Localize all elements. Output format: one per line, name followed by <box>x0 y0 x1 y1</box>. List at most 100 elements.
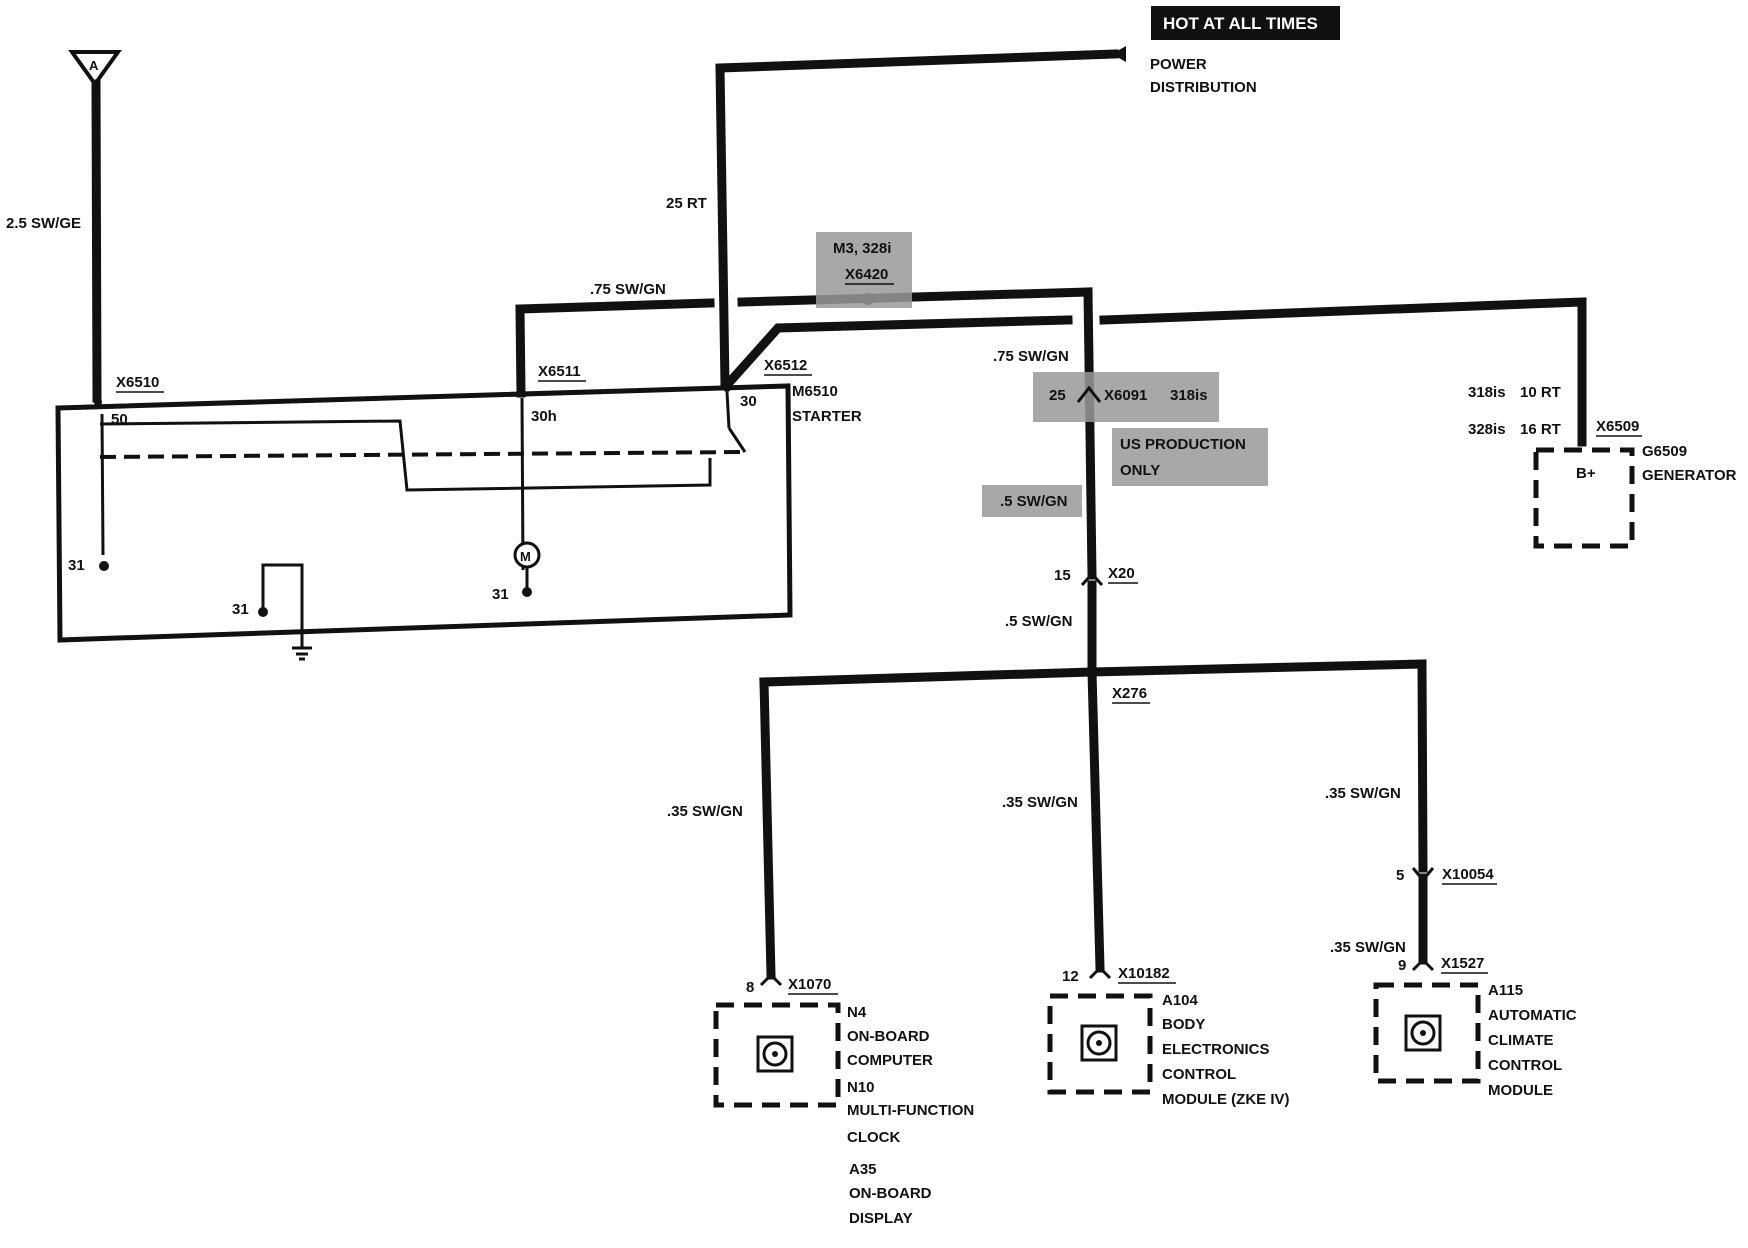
module-a35-line2: ON-BOARD <box>849 1185 932 1202</box>
reference-triangle-icon <box>68 50 122 88</box>
module-n10-line2: MULTI-FUNCTION <box>847 1102 974 1119</box>
steering-wheel-icon-a104 <box>1080 1024 1118 1062</box>
generator-terminal: B+ <box>1576 465 1596 482</box>
connector-x6512: X6512 <box>764 357 807 374</box>
module-box-n4 <box>713 1002 841 1108</box>
module-a115-id: A115 <box>1488 982 1523 999</box>
wire-label-0.35-d: .35 SW/GN <box>1330 939 1406 956</box>
wire-x276-distribution <box>759 659 1428 873</box>
module-a104-line2: BODY <box>1162 1016 1205 1033</box>
hot-at-all-times-box <box>1151 6 1340 40</box>
wire-branch-a104 <box>1087 667 1105 973</box>
pin-12: 12 <box>1062 968 1079 985</box>
ground-wire-31-mid <box>261 563 304 648</box>
wire-label-0.5-b: .5 SW/GN <box>1005 613 1073 630</box>
module-a104-id: A104 <box>1162 992 1199 1009</box>
pin-5: 5 <box>1396 867 1404 884</box>
starter-terminal-30h-line <box>520 397 525 571</box>
module-a115-line5: MODULE <box>1488 1082 1553 1099</box>
starter-id: M6510 <box>792 383 838 400</box>
connector-x20: X20 <box>1108 565 1135 582</box>
terminal-dot-x6512 <box>723 384 731 392</box>
pin-15: 15 <box>1054 567 1071 584</box>
pin-31-left: 31 <box>68 557 85 574</box>
connector-x276: X276 <box>1112 685 1147 702</box>
ground-dot-31-left <box>99 561 109 571</box>
module-n4-line3: COMPUTER <box>847 1052 933 1069</box>
module-box-a104 <box>1047 993 1153 1095</box>
module-a115-line4: CONTROL <box>1488 1057 1562 1074</box>
module-box-a115 <box>1373 982 1481 1084</box>
ground-dot-31-mid <box>258 607 268 617</box>
note-box-0.5-sw-gn <box>982 485 1082 517</box>
starter-box <box>55 383 793 643</box>
module-a104-line5: MODULE (ZKE IV) <box>1162 1091 1290 1108</box>
connector-arrow-x20 <box>1080 571 1104 587</box>
module-a104-line3: ELECTRONICS <box>1162 1041 1270 1058</box>
wire-2.5-sw-ge <box>91 79 102 403</box>
starter-switch-contact <box>727 427 747 453</box>
pin-31-mid: 31 <box>232 601 249 618</box>
module-a35-line3: DISPLAY <box>849 1210 913 1227</box>
wire-label-2.5-sw-ge: 2.5 SW/GE <box>6 215 81 232</box>
connector-x10182: X10182 <box>1118 965 1170 982</box>
connector-x1527: X1527 <box>1441 955 1484 972</box>
connector-arrow-x1070 <box>759 972 783 987</box>
wire-label-0.35-c: .35 SW/GN <box>1325 785 1401 802</box>
note-box-us-production <box>1112 428 1268 486</box>
ground-dot-31-motor <box>522 587 532 597</box>
reference-symbol: A <box>89 58 99 73</box>
pin-25: 25 <box>1049 387 1066 404</box>
starter-terminal-50-line <box>100 413 105 556</box>
wire-label-0.35-b: .35 SW/GN <box>1002 794 1078 811</box>
generator-note-10rt: 10 RT <box>1520 384 1561 401</box>
module-n4-id: N4 <box>847 1004 867 1021</box>
splice-x276 <box>1086 666 1098 678</box>
module-n10-id: N10 <box>847 1079 875 1096</box>
pin-30h: 30h <box>531 408 557 425</box>
steering-wheel-icon-a115 <box>1404 1014 1442 1052</box>
note-m3-328: M3, 328i <box>833 240 891 257</box>
note-box-m3-328 <box>816 232 912 308</box>
module-n4-line2: ON-BOARD <box>847 1028 930 1045</box>
steering-wheel-icon-n4 <box>756 1035 794 1073</box>
generator-note-328is: 328is <box>1468 421 1506 438</box>
generator-name: GENERATOR <box>1642 467 1737 484</box>
pin-8: 8 <box>746 979 754 996</box>
motor-symbol: M <box>520 549 531 564</box>
wire-label-0.75-mid: .75 SW/GN <box>993 348 1069 365</box>
pin-30: 30 <box>740 393 757 410</box>
pin-9: 9 <box>1398 957 1406 974</box>
connector-x6510: X6510 <box>116 374 159 391</box>
pin-31-motor: 31 <box>492 586 509 603</box>
connector-x10054: X10054 <box>1442 866 1494 883</box>
wire-starter-30-diagonal <box>720 315 1073 392</box>
module-a104-line4: CONTROL <box>1162 1066 1236 1083</box>
connector-arrow-x1527 <box>1411 957 1435 972</box>
pin-50: 50 <box>111 411 128 428</box>
module-a115-line3: CLIMATE <box>1488 1032 1554 1049</box>
module-a35-id: A35 <box>849 1161 877 1178</box>
module-a115-line2: AUTOMATIC <box>1488 1007 1577 1024</box>
starter-name: STARTER <box>792 408 862 425</box>
note-us-production-1: US PRODUCTION <box>1120 436 1246 453</box>
wire-0.75-to-generator <box>1099 297 1587 447</box>
terminal-dot-x6510 <box>94 398 102 406</box>
starter-solenoid-line <box>99 419 712 492</box>
wire-label-0.5-a: .5 SW/GN <box>1000 493 1068 510</box>
wire-vertical-x6091-x20 <box>1083 287 1097 580</box>
wire-label-25-rt: 25 RT <box>666 195 707 212</box>
generator-id: G6509 <box>1642 443 1687 460</box>
connector-arrow-x10054 <box>1411 867 1435 883</box>
power-distribution-arrow <box>1112 46 1126 62</box>
wire-branch-n4 <box>759 677 776 980</box>
connector-x6509: X6509 <box>1596 418 1639 435</box>
connector-arrow-x6091 <box>1076 385 1102 403</box>
wire-0.75-sw-gn-upper-mid <box>737 287 1093 307</box>
note-318is: 318is <box>1170 387 1208 404</box>
generator-box <box>1533 447 1635 549</box>
power-label-2: DISTRIBUTION <box>1150 79 1257 96</box>
connector-x1070: X1070 <box>788 976 831 993</box>
power-label-1: POWER <box>1150 56 1207 73</box>
